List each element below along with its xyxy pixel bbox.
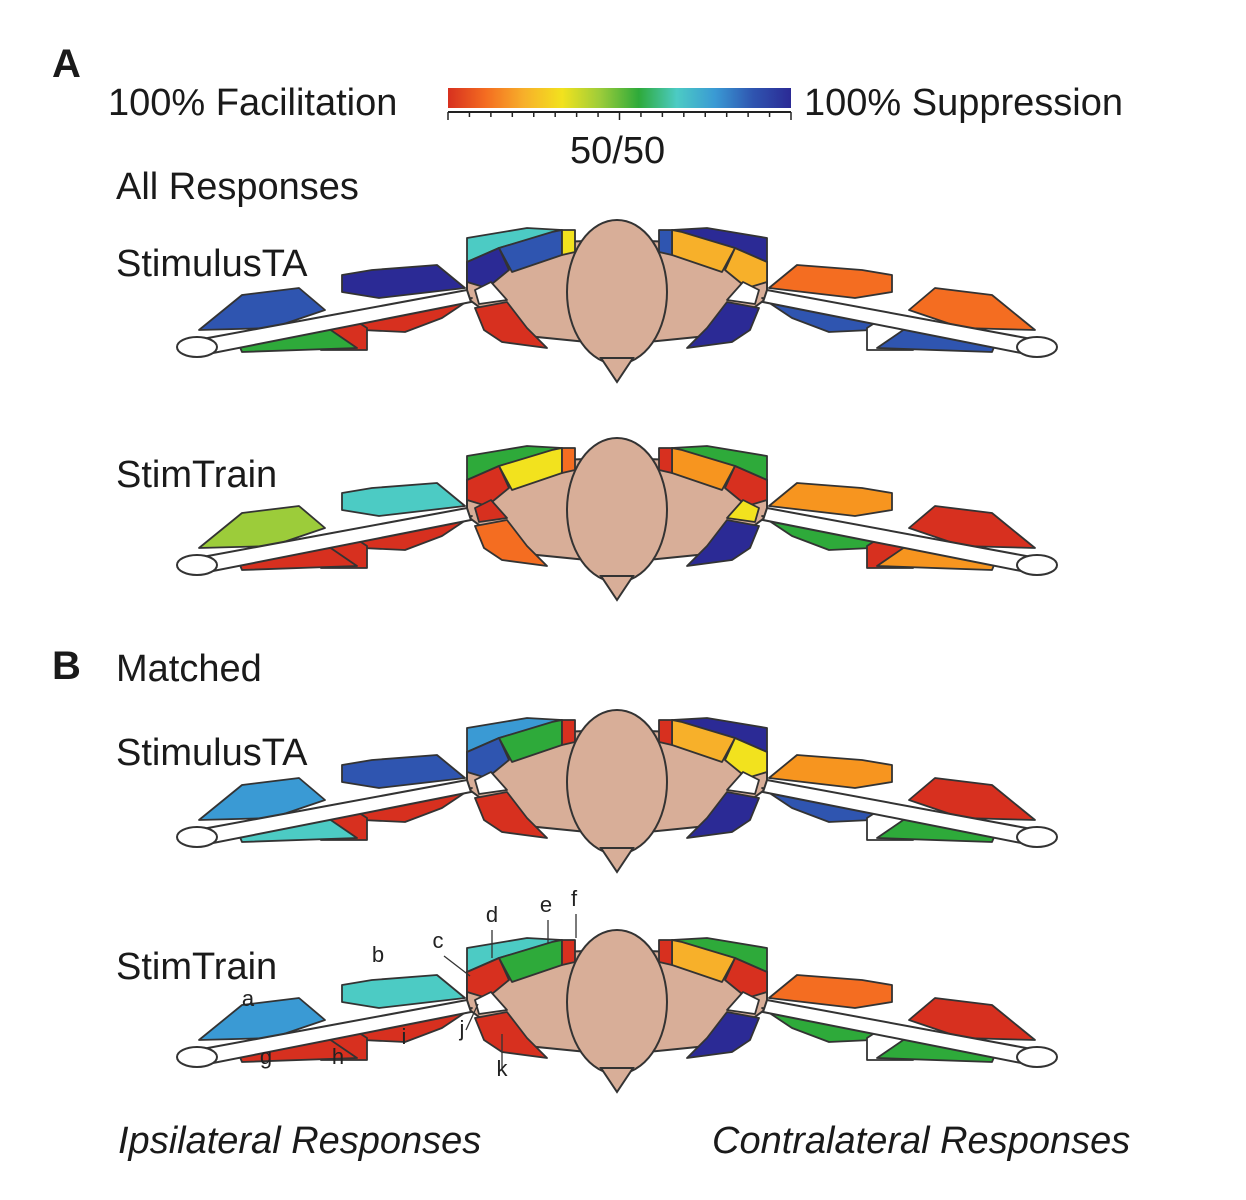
segment-letter-a: a <box>242 986 255 1011</box>
color-scale-bar <box>447 88 792 120</box>
segment-j-contra <box>726 499 760 523</box>
segment-j-ipsi <box>474 499 508 523</box>
segment-letter-g: g <box>260 1044 272 1069</box>
row-label-b-stimtrain: StimTrain <box>116 946 278 988</box>
segment-leader-line <box>443 955 471 977</box>
segment-k-contra <box>686 301 760 349</box>
segment-b-contra <box>768 264 893 299</box>
segment-j-contra <box>726 991 760 1015</box>
segment-letter-b: b <box>372 942 384 967</box>
limb-end-cap <box>176 826 218 848</box>
segment-letter-c: c <box>433 928 444 953</box>
segment-c-contra <box>724 957 768 999</box>
muscle-map-1 <box>176 219 1058 384</box>
limb-end-cap <box>1016 336 1058 358</box>
segment-f-contra <box>658 939 673 966</box>
row-label-b-stimulusta: StimulusTA <box>116 732 308 774</box>
limb-end-cap <box>176 336 218 358</box>
limb-end-cap <box>1016 554 1058 576</box>
segment-k-ipsi <box>474 519 548 567</box>
center-oval <box>566 437 668 583</box>
segment-c-contra <box>724 247 768 289</box>
scale-mid-label: 50/50 <box>570 130 666 172</box>
segment-k-ipsi <box>474 791 548 839</box>
segment-k-contra <box>686 1011 760 1059</box>
footer-contralateral: Contralateral Responses <box>712 1120 1131 1162</box>
segment-c-contra <box>724 465 768 507</box>
segment-c-ipsi <box>466 737 510 779</box>
segment-b-ipsi <box>341 264 466 299</box>
tail-triangle <box>599 1067 635 1094</box>
segment-f-ipsi <box>561 447 576 474</box>
segment-letter-d: d <box>486 902 498 927</box>
segment-j-ipsi <box>474 991 508 1015</box>
panel-a-letter: A <box>52 42 81 86</box>
segment-k-contra <box>686 791 760 839</box>
segment-f-ipsi <box>561 229 576 256</box>
center-oval <box>566 219 668 365</box>
segment-leader-line <box>465 1003 479 1031</box>
footer-ipsilateral: Ipsilateral Responses <box>118 1120 482 1162</box>
tail-triangle <box>599 357 635 384</box>
segment-k-ipsi <box>474 301 548 349</box>
segment-k-contra <box>686 519 760 567</box>
center-oval <box>566 709 668 855</box>
muscle-map-4 <box>176 929 1058 1094</box>
section-b-title: Matched <box>116 648 262 690</box>
segment-b-contra <box>768 974 893 1009</box>
muscle-maps <box>176 219 1058 1094</box>
row-label-a-stimulusta: StimulusTA <box>116 243 308 285</box>
section-a-title: All Responses <box>116 166 359 208</box>
panel-b-letter: B <box>52 644 81 688</box>
limb-end-cap <box>1016 826 1058 848</box>
segment-j-ipsi <box>474 771 508 795</box>
segment-f-contra <box>658 447 673 474</box>
limb-end-cap <box>176 1046 218 1068</box>
segment-c-ipsi <box>466 247 510 289</box>
segment-j-contra <box>726 771 760 795</box>
segment-f-ipsi <box>561 719 576 746</box>
muscle-map-3 <box>176 709 1058 874</box>
segment-b-contra <box>768 754 893 789</box>
limb-end-cap <box>1016 1046 1058 1068</box>
color-scale-gradient <box>448 88 791 108</box>
segment-letter-i: i <box>402 1024 407 1049</box>
segment-letter-k: k <box>497 1056 509 1081</box>
segment-letter-h: h <box>332 1044 344 1069</box>
segment-c-ipsi <box>466 957 510 999</box>
segment-letter-j: j <box>459 1016 465 1041</box>
row-label-a-stimtrain: StimTrain <box>116 454 278 496</box>
segment-k-ipsi <box>474 1011 548 1059</box>
segment-j-ipsi <box>474 281 508 305</box>
segment-b-ipsi <box>341 482 466 517</box>
center-oval <box>566 929 668 1075</box>
segment-f-contra <box>658 229 673 256</box>
segment-b-ipsi <box>341 754 466 789</box>
scale-right-label: 100% Suppression <box>804 82 1123 124</box>
segment-letter-f: f <box>571 886 578 911</box>
limb-end-cap <box>176 554 218 576</box>
scale-left-label: 100% Facilitation <box>108 82 398 124</box>
segment-f-contra <box>658 719 673 746</box>
tail-triangle <box>599 575 635 602</box>
segment-c-contra <box>724 737 768 779</box>
segment-b-ipsi <box>341 974 466 1009</box>
muscle-map-2 <box>176 437 1058 602</box>
segment-letter-e: e <box>540 892 552 917</box>
segment-f-ipsi <box>561 939 576 966</box>
segment-c-ipsi <box>466 465 510 507</box>
segment-b-contra <box>768 482 893 517</box>
segment-j-contra <box>726 281 760 305</box>
tail-triangle <box>599 847 635 874</box>
